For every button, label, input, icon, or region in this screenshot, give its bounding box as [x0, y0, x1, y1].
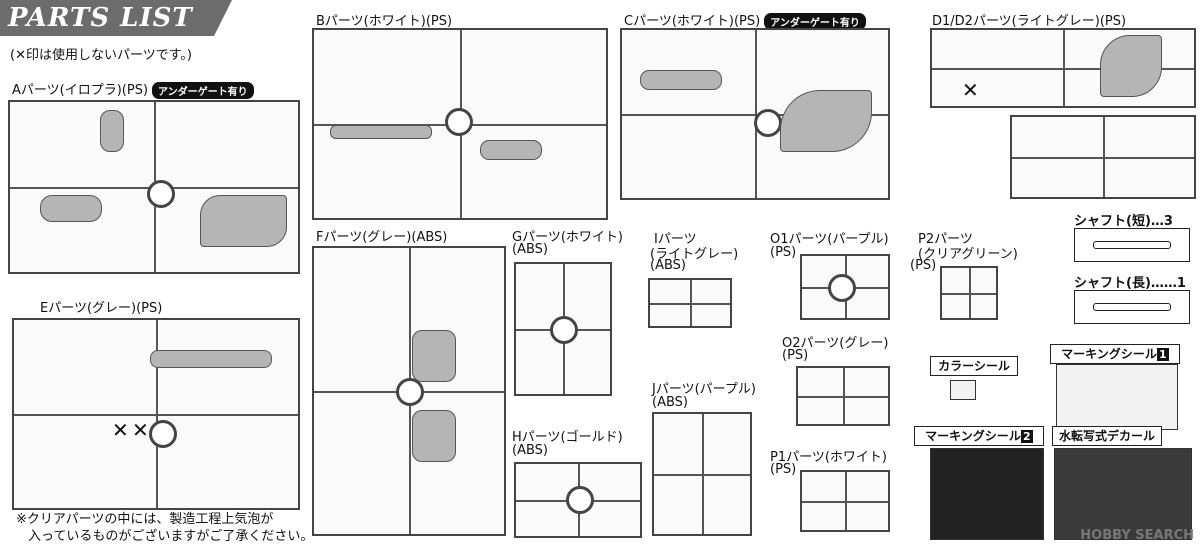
runner-o1-hub: [828, 274, 856, 302]
runner-j: [652, 412, 752, 536]
shaft-long-box: [1074, 290, 1190, 324]
runner-o1-label: O1パーツ(パープル): [770, 232, 889, 247]
runner-b-label: Bパーツ(ホワイト)(PS): [316, 14, 453, 29]
runner-p2-material: (PS): [910, 258, 937, 273]
marking-seal-1-sheet: [1056, 364, 1178, 430]
runner-d-part: [1100, 35, 1162, 97]
runner-p1-material: (PS): [770, 462, 797, 477]
runner-e-hub: [149, 420, 177, 448]
runner-a-hub: [147, 180, 175, 208]
runner-p1: [800, 470, 890, 532]
runner-h-label: Hパーツ(ゴールド): [512, 430, 623, 445]
runner-b-hub: [445, 108, 473, 136]
runner-g-hub: [550, 316, 578, 344]
under-gate-badge: アンダーゲート有り: [764, 13, 866, 30]
runner-p2-label-2: (クリアグリーン): [918, 247, 1018, 262]
runner-f-part: [412, 410, 456, 462]
unused-parts-note: (✕印は使用しないパーツです。): [10, 48, 192, 63]
shaft-short-box: [1074, 228, 1190, 262]
runner-o1-material: (PS): [770, 245, 797, 260]
cross-mark-icon: ✕: [132, 418, 149, 442]
runner-i-label-2: (ライトグレー): [650, 247, 739, 262]
watermark: HOBBY SEARCH: [1080, 528, 1194, 543]
runner-g-label: Gパーツ(ホワイト): [512, 230, 623, 245]
cross-mark-icon: ✕: [962, 78, 979, 102]
color-seal-label: カラーシール: [930, 356, 1018, 376]
runner-f-label: Fパーツ(グレー)(ABS): [316, 230, 448, 245]
runner-a-part: [200, 195, 287, 247]
runner-f-hub: [396, 378, 424, 406]
runner-c-label: Cパーツ(ホワイト)(PS)アンダーゲート有り: [624, 10, 866, 30]
clear-parts-note-line1: ※クリアパーツの中には、製造工程上気泡が: [16, 512, 274, 527]
runner-e: [12, 318, 300, 510]
runner-j-material: (ABS): [652, 395, 688, 410]
runner-j-label: Jパーツ(パープル): [652, 382, 756, 397]
runner-b-part: [330, 125, 432, 139]
runner-d2: [1010, 115, 1196, 199]
water-decal-label: 水転写式デカール: [1052, 426, 1162, 446]
runner-o2: [796, 366, 890, 426]
runner-o2-label: O2パーツ(グレー): [782, 336, 889, 351]
shaft-short-label: シャフト(短)…3: [1074, 214, 1173, 229]
runner-d-label: D1/D2パーツ(ライトグレー)(PS): [932, 14, 1127, 29]
marking-seal-2-sheet: [930, 448, 1044, 540]
runner-c-part: [780, 90, 872, 152]
runner-p2-label-1: P2パーツ: [918, 232, 973, 247]
runner-c-hub: [754, 109, 782, 137]
runner-e-label: Eパーツ(グレー)(PS): [40, 301, 163, 316]
runner-e-part: [150, 350, 272, 368]
runner-b-part: [480, 140, 542, 160]
parts-list-header: PARTS LIST: [0, 0, 232, 36]
runner-a-part: [100, 110, 124, 152]
under-gate-badge: アンダーゲート有り: [152, 82, 254, 99]
runner-f: [312, 246, 506, 536]
color-seal-sheet: [950, 380, 976, 400]
runner-p2: [940, 266, 998, 320]
cross-mark-icon: ✕: [112, 418, 129, 442]
clear-parts-note-line2: 入っているものがございますがご了承ください。: [28, 529, 314, 544]
water-decal-sheet: [1054, 448, 1192, 540]
page-title: PARTS LIST: [8, 3, 193, 33]
runner-h-hub: [566, 486, 594, 514]
runner-a-part: [40, 195, 102, 222]
runner-g-material: (ABS): [512, 242, 548, 257]
runner-i-label-1: Iパーツ: [654, 232, 697, 247]
runner-i: [648, 278, 732, 328]
runner-h-material: (ABS): [512, 443, 548, 458]
runner-i-material: (ABS): [650, 258, 686, 273]
runner-f-part: [412, 330, 456, 382]
shaft-long-label: シャフト(長)……1: [1074, 276, 1186, 291]
runner-a-label: Aパーツ(イロプラ)(PS)アンダーゲート有り: [12, 79, 254, 99]
runner-p1-label: P1パーツ(ホワイト): [770, 450, 887, 465]
runner-c-part: [640, 70, 722, 90]
runner-o2-material: (PS): [782, 348, 809, 363]
